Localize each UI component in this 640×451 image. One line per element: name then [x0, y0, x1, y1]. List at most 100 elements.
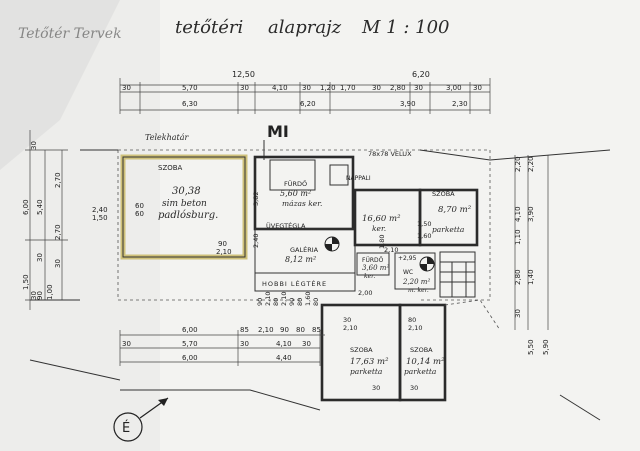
- svg-text:80: 80: [312, 298, 320, 306]
- room-nappali-name: NAPPALI: [346, 175, 371, 182]
- dim-top-row2: 6,30 6,20 3,90 2,30: [182, 100, 468, 108]
- scan-shadow-corner: [0, 0, 120, 170]
- svg-text:2,10: 2,10: [343, 324, 357, 332]
- svg-text:2,10: 2,10: [384, 246, 398, 254]
- svg-text:5,40: 5,40: [36, 199, 44, 215]
- label-telekhatar: Telekhatár: [145, 133, 189, 142]
- svg-text:90: 90: [36, 291, 44, 300]
- room-furdo-1-area: 5,60 m²: [280, 189, 311, 198]
- svg-text:30: 30: [473, 84, 482, 92]
- dim-szoba1-window: 60: [135, 202, 144, 210]
- svg-text:1,50: 1,50: [92, 214, 108, 222]
- svg-text:5,90: 5,90: [542, 339, 550, 355]
- svg-text:5,70: 5,70: [182, 84, 198, 92]
- svg-text:30: 30: [372, 84, 381, 92]
- svg-text:5,70: 5,70: [182, 340, 198, 348]
- title-scale: M 1 : 100: [361, 17, 449, 38]
- svg-text:30: 30: [122, 340, 131, 348]
- svg-text:4,10: 4,10: [276, 340, 292, 348]
- room-szoba-3-area: 17,63 m²: [350, 357, 389, 367]
- inner-dims: 30 2,10 80 2,10 30 30 90 2,10 80 2,10 90…: [252, 234, 422, 392]
- svg-text:85: 85: [312, 326, 321, 334]
- svg-text:1,50: 1,50: [22, 274, 30, 290]
- svg-text:30: 30: [343, 316, 351, 324]
- room-szoba-3-name: SZOBA: [350, 346, 373, 354]
- svg-text:1,70: 1,70: [340, 84, 356, 92]
- svg-text:30: 30: [36, 253, 44, 262]
- room-szoba-1-wall: [122, 156, 246, 258]
- svg-text:90: 90: [288, 298, 296, 306]
- room-wc-area: 2,20 m²: [402, 278, 430, 286]
- label-uvegtegla: ÜVEGTÉGLA: [266, 221, 306, 230]
- svg-text:2,00: 2,00: [358, 289, 372, 297]
- svg-text:4,10: 4,10: [514, 206, 522, 222]
- svg-text:6,30: 6,30: [182, 100, 198, 108]
- room-furdo-2-area: 3,60 m²: [362, 264, 389, 272]
- dim-szoba2-width: 1,50: [417, 220, 431, 228]
- svg-text:2,40: 2,40: [92, 206, 108, 214]
- svg-text:2,10: 2,10: [258, 326, 274, 334]
- svg-text:2,10: 2,10: [264, 292, 272, 306]
- svg-text:30: 30: [302, 84, 311, 92]
- section-mark: MI: [267, 122, 289, 141]
- room-szoba-1-floor2: padlósburg.: [158, 210, 218, 221]
- svg-text:2,20: 2,20: [527, 156, 535, 172]
- room-galeria-name: GALÉRIA: [290, 245, 319, 254]
- room-szoba-4-wall: [398, 303, 447, 402]
- svg-text:1,80: 1,80: [378, 235, 386, 249]
- room-szoba-2-wall: [418, 188, 479, 247]
- shower: [329, 164, 349, 186]
- svg-text:30: 30: [514, 309, 522, 318]
- svg-text:6,00: 6,00: [182, 354, 198, 362]
- svg-text:5,50: 5,50: [527, 339, 535, 355]
- svg-text:2,10: 2,10: [408, 324, 422, 332]
- svg-text:30: 30: [30, 141, 38, 150]
- svg-text:1,40: 1,40: [527, 269, 535, 285]
- room-szoba-2-floor: parketta: [432, 225, 464, 234]
- room-szoba-1-floor1: sim beton: [162, 199, 207, 209]
- svg-text:80: 80: [296, 326, 305, 334]
- svg-text:6,00: 6,00: [182, 326, 198, 334]
- room-szoba-4-name: SZOBA: [410, 346, 433, 354]
- svg-text:80: 80: [296, 298, 304, 306]
- title-main: tetőtéri: [175, 17, 243, 38]
- dim-furdo1-height: 3,82: [252, 192, 260, 206]
- dim-bottom-row2: 30 5,70 30 4,10 30: [122, 340, 311, 348]
- title-plan: alaprajz: [268, 17, 342, 38]
- dim-right-col: 2,20 2,20 4,10 3,90 1,10 2,80 1,40 30 5,…: [514, 156, 550, 355]
- dim-top-row1: 30 5,70 30 4,10 30 1,20 1,70 30 2,80 30 …: [122, 84, 482, 92]
- svg-text:4,40: 4,40: [276, 354, 292, 362]
- dim-top-right: 6,20: [412, 70, 430, 79]
- label-velux: 78x78 VELUX: [368, 150, 412, 158]
- svg-text:2,30: 2,30: [452, 100, 468, 108]
- svg-text:6,00: 6,00: [22, 199, 30, 215]
- bottom-dimension-lines: [119, 330, 325, 366]
- room-furdo-2-name: FÜRDŐ: [362, 257, 384, 264]
- svg-text:2,20: 2,20: [514, 156, 522, 172]
- dim-szoba1-window2: 60: [135, 210, 144, 218]
- room-szoba-2-name: SZOBA: [432, 190, 455, 198]
- top-dimension-lines: [119, 78, 491, 114]
- dim-left-col: 30 6,00 5,40 2,70 2,40 1,50 2,70 30 1,50…: [22, 141, 108, 300]
- room-szoba-3-floor: parketta: [350, 367, 382, 376]
- dim-szoba1-door-h: 2,10: [216, 248, 232, 256]
- svg-text:80: 80: [408, 316, 416, 324]
- svg-text:80: 80: [272, 298, 280, 306]
- svg-text:2,10: 2,10: [280, 292, 288, 306]
- svg-text:30: 30: [302, 340, 311, 348]
- svg-text:2,70: 2,70: [54, 224, 62, 240]
- svg-text:6,20: 6,20: [300, 100, 316, 108]
- dim-szoba2-width2: 1,60: [417, 232, 431, 240]
- svg-text:30: 30: [372, 384, 380, 392]
- svg-text:30: 30: [410, 384, 418, 392]
- room-wc-name: WC: [403, 269, 413, 276]
- dim-szoba1-door: 90: [218, 240, 227, 248]
- dim-top-total: 12,50: [232, 70, 255, 79]
- area-hobbi-legtere: [254, 272, 356, 292]
- room-szoba-1-name: SZOBA: [158, 164, 183, 172]
- svg-text:1,60: 1,60: [304, 292, 312, 306]
- svg-text:2,80: 2,80: [390, 84, 406, 92]
- room-szoba-4-area: 10,14 m²: [406, 357, 445, 367]
- svg-text:30: 30: [122, 84, 131, 92]
